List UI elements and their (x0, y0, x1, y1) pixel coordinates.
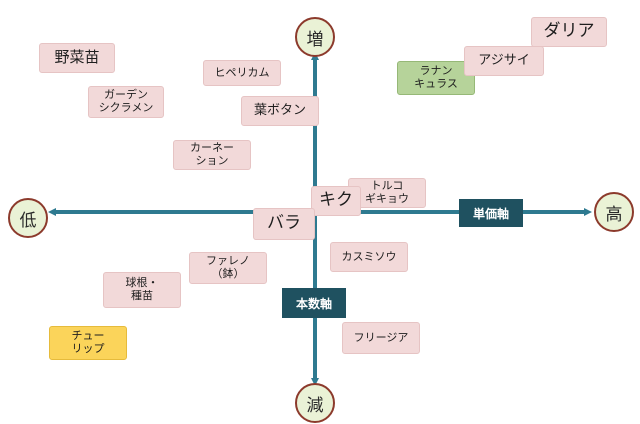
axis-right-label: 高 (594, 192, 634, 232)
item-bara: バラ (253, 208, 315, 240)
item-hiperikamu: ヒペリカム (203, 60, 281, 86)
item-dahlia: ダリア (531, 17, 607, 47)
axis-bottom-label: 減 (295, 383, 335, 423)
item-turkish-gikyo: トルコ ギキョウ (348, 178, 426, 208)
item-bulbs-seeds: 球根・ 種苗 (103, 272, 181, 308)
item-garden-cyclamen: ガーデン シクラメン (88, 86, 164, 118)
item-habotan: 葉ボタン (241, 96, 319, 126)
item-freesia: フリージア (342, 322, 420, 354)
item-kiku: キク (311, 186, 361, 216)
item-kasumisou: カスミソウ (330, 242, 408, 272)
item-phalaenopsis: ファレノ （鉢） (189, 252, 267, 284)
item-ranan-kyurasu: ラナン キュラス (397, 61, 475, 95)
item-yasainae: 野菜苗 (39, 43, 115, 73)
horizontal-axis-name: 単価軸 (459, 199, 523, 227)
item-carnation: カーネー ション (173, 140, 251, 170)
axis-left-label: 低 (8, 198, 48, 238)
axis-top-label: 増 (295, 17, 335, 57)
item-tulip: チュー リップ (49, 326, 127, 360)
item-ajisai: アジサイ (464, 46, 544, 76)
vertical-axis-name: 本数軸 (282, 288, 346, 318)
